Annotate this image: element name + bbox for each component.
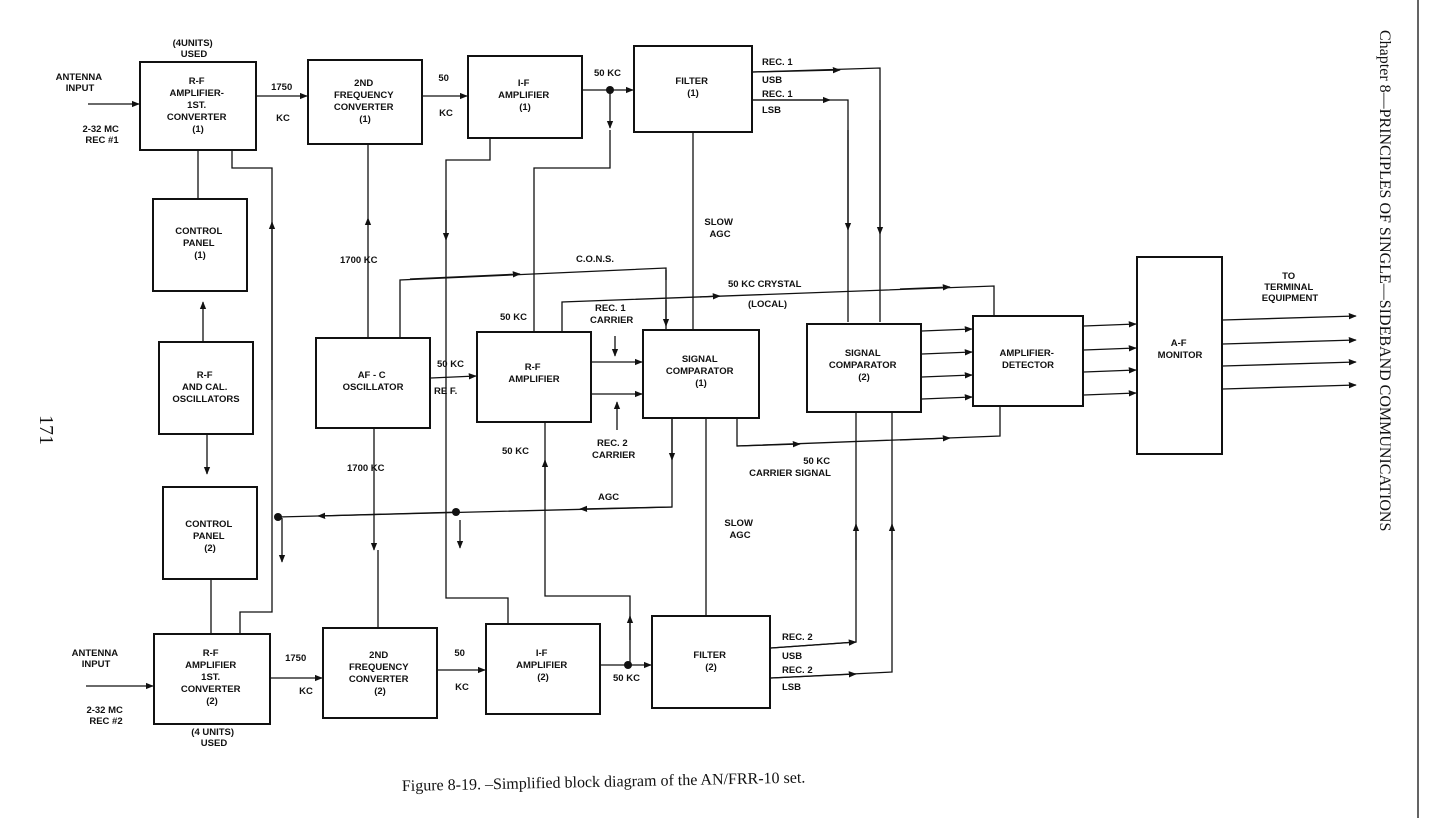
block-rf-amplifier-center-text: R-F AMPLIFIER (508, 362, 559, 385)
block-rf-cal-oscillators: R-F AND CAL. OSCILLATORS (158, 341, 254, 435)
block-control-panel-1-text: CONTROL PANEL (1) (175, 226, 224, 261)
label-units-used-1: (4UNITS) USED (173, 38, 216, 60)
block-rf-amp-1: R-F AMPLIFIER- 1ST. CONVERTER (1) (139, 61, 257, 151)
label-freq-range-1: 2-32 MC REC #1 (82, 124, 121, 146)
label-rec2-usb: REC. 2 USB (782, 632, 815, 662)
label-rec1-carrier: REC. 1 CARRIER (590, 303, 633, 326)
block-amplifier-detector: AMPLIFIER- DETECTOR (972, 315, 1084, 407)
block-filter-2-text: FILTER (2) (693, 650, 728, 673)
label-ref: 50 KC RE F. (434, 359, 467, 397)
figure-caption: Figure 8-19. –Simplified block diagram o… (402, 770, 806, 795)
block-af-monitor: A-F MONITOR (1136, 256, 1223, 455)
label-1750-kc-2: 1750 KC (285, 653, 313, 697)
label-agc: AGC (598, 492, 619, 503)
block-rf-cal-oscillators-text: R-F AND CAL. OSCILLATORS (172, 370, 239, 405)
label-to-terminal: TO TERMINAL EQUIPMENT (1262, 271, 1319, 304)
label-cons: C.O.N.S. (576, 254, 614, 265)
label-carrier-signal: 50 KC CARRIER SIGNAL (749, 456, 833, 479)
block-filter-2: FILTER (2) (651, 615, 771, 709)
block-signal-comparator-2: SIGNAL COMPARATOR (2) (806, 323, 922, 413)
label-freq-range-2: 2-32 MC REC #2 (86, 705, 125, 727)
label-50-kc-2: 50 KC (454, 648, 469, 693)
label-slow-agc-1: SLOW AGC (704, 217, 735, 240)
label-antenna-input-1: ANTENNA INPUT (56, 72, 105, 94)
block-if-amp-2: I-F AMPLIFIER (2) (485, 623, 601, 715)
connection-lines (86, 66, 1357, 690)
label-1700-kc-top: 1700 KC (340, 255, 378, 266)
block-control-panel-1: CONTROL PANEL (1) (152, 198, 248, 292)
label-rec1-lsb: REC. 1 LSB (762, 89, 795, 116)
label-50-kc-1: 50 KC (438, 73, 453, 119)
label-50kc-rfamp-bottom: 50 KC (502, 446, 529, 457)
junction-dots (274, 86, 632, 669)
block-afc-oscillator: AF - C OSCILLATOR (315, 337, 431, 429)
block-rf-amplifier-center: R-F AMPLIFIER (476, 331, 592, 423)
block-second-converter-1: 2ND FREQUENCY CONVERTER (1) (307, 59, 423, 145)
block-if-amp-1-text: I-F AMPLIFIER (1) (498, 78, 552, 113)
label-units-used-2: (4 UNITS) USED (191, 727, 236, 749)
block-rf-amp-2: R-F AMPLIFIER 1ST. CONVERTER (2) (153, 633, 271, 725)
label-rec2-carrier: REC. 2 CARRIER (592, 438, 635, 461)
block-control-panel-2: CONTROL PANEL (2) (162, 486, 258, 580)
block-if-amp-2-text: I-F AMPLIFIER (2) (516, 648, 570, 683)
label-50kc-rfamp-top: 50 KC (500, 312, 527, 323)
label-antenna-input-2: ANTENNA INPUT (72, 648, 121, 670)
label-1750-kc-1: 1750 KC (271, 82, 295, 124)
block-second-converter-2-text: 2ND FREQUENCY CONVERTER (2) (349, 650, 411, 697)
label-local: (LOCAL) (748, 299, 787, 310)
block-signal-comparator-2-text: SIGNAL COMPARATOR (2) (829, 348, 899, 383)
label-50kc-filter-1: 50 KC (594, 68, 621, 79)
label-crystal: 50 KC CRYSTAL (728, 279, 802, 290)
label-slow-agc-2: SLOW AGC (724, 518, 755, 541)
block-rf-amp-2-text: R-F AMPLIFIER 1ST. CONVERTER (2) (181, 648, 243, 707)
block-signal-comparator-1: SIGNAL COMPARATOR (1) (642, 329, 760, 419)
block-amplifier-detector-text: AMPLIFIER- DETECTOR (1000, 348, 1057, 371)
block-second-converter-2: 2ND FREQUENCY CONVERTER (2) (322, 627, 438, 719)
block-second-converter-1-text: 2ND FREQUENCY CONVERTER (1) (334, 78, 396, 125)
label-rec2-lsb: REC. 2 LSB (782, 665, 815, 693)
page-number: 171 (35, 415, 57, 445)
block-control-panel-2-text: CONTROL PANEL (2) (185, 519, 234, 554)
chapter-header: Chapter 8—PRINCIPLES OF SINGLE—SIDEBAND … (1376, 30, 1393, 531)
label-rec1-usb: REC. 1 USB (762, 57, 795, 86)
block-if-amp-1: I-F AMPLIFIER (1) (467, 55, 583, 139)
block-rf-amp-1-text: R-F AMPLIFIER- 1ST. CONVERTER (1) (167, 76, 229, 135)
label-50kc-filter-2: 50 KC (613, 673, 640, 684)
block-af-monitor-text: A-F MONITOR (1158, 338, 1203, 361)
label-1700-kc-bottom: 1700 KC (347, 463, 385, 474)
block-signal-comparator-1-text: SIGNAL COMPARATOR (1) (666, 354, 736, 389)
block-afc-oscillator-text: AF - C OSCILLATOR (343, 370, 404, 393)
block-filter-1-text: FILTER (1) (675, 76, 710, 99)
block-filter-1: FILTER (1) (633, 45, 753, 133)
